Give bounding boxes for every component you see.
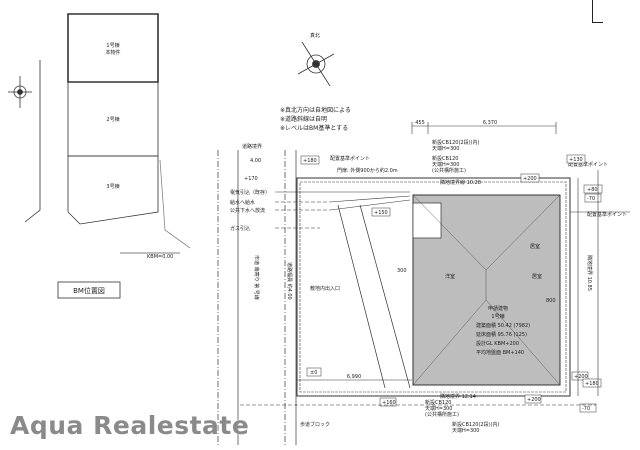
level-9: +180 — [585, 381, 599, 387]
road-edge-left — [24, 60, 41, 223]
watermark-logo: Aqua Realestate — [10, 411, 250, 440]
boundary-length: 隣地境界線 10.28 — [440, 179, 481, 186]
level-10: -70 — [582, 406, 590, 412]
road-strip — [217, 150, 297, 445]
bm-position-box — [57, 281, 121, 299]
right-layout-point: 配置基準ポイント — [587, 211, 627, 218]
site-boundary — [296, 177, 571, 397]
house-sub: 1号棟 — [491, 313, 504, 320]
level-1: +180 — [303, 158, 317, 164]
fence-top-label: 新設CB120(2段)(内)天端H=300 — [432, 139, 479, 152]
room-b: 居室 — [530, 243, 540, 250]
level-4: +200 — [523, 176, 537, 182]
level-11: +200 — [527, 397, 541, 403]
bm-level-label: KBM=0.00 — [147, 254, 173, 260]
north-label: 真北 — [310, 32, 320, 39]
note-1: ※真北方向は自地図による — [280, 106, 351, 114]
level-3: ±0 — [310, 370, 317, 376]
level-marks — [300, 154, 603, 413]
dim-misc-l: 300 — [397, 268, 407, 274]
road-edge-right — [159, 159, 191, 249]
level-13: +170 — [244, 176, 258, 182]
dim-misc-r: 800 — [546, 298, 556, 304]
note-2: ※道路斜線は自明 — [280, 115, 327, 123]
gas-label: ガス引込 — [230, 225, 250, 232]
top-dimension-lines — [411, 122, 557, 134]
level-6: +80 — [587, 187, 598, 193]
dim-bottom: 6,990 — [347, 374, 361, 380]
room-c: 居室 — [532, 273, 542, 280]
parking-label: 敷地内出入口 — [310, 285, 340, 292]
bm-location-map — [24, 13, 191, 254]
step-label: 歩道ブロック — [300, 421, 330, 428]
house-footprint — [412, 194, 561, 386]
house-avg: 平均地盤面 BM+140 — [476, 349, 524, 356]
road-name-label: 市道 南寄り 第 号線 — [253, 255, 260, 300]
level-8: +200 — [574, 374, 588, 380]
lot-2-label: 2号棟 — [106, 116, 119, 123]
gate-note: 門扉: 外側900から約2.0m — [337, 167, 398, 174]
lot-3-label: 3号棟 — [106, 183, 119, 190]
right-vertical-label: 隣地境界 10.85 — [586, 255, 593, 291]
lot-3-outline — [67, 155, 159, 225]
house-title: 申請建物 — [488, 305, 508, 312]
level-12: +160 — [382, 400, 396, 406]
road-dim-label: 道路幅員 約4.00 — [286, 262, 293, 300]
frame-corner-mark — [592, 0, 603, 23]
boundary-bottom: 隣地境界 12.14 — [440, 393, 476, 400]
dim-top-b: 6,370 — [483, 120, 497, 126]
sewer-label: 公共下水へ放流 — [230, 207, 265, 214]
note-3: ※レベルはBM基準とする — [280, 124, 348, 132]
lot-1-label: 1号棟 — [106, 42, 119, 49]
north-compass — [297, 41, 335, 87]
level-5: +130 — [569, 157, 583, 163]
dim-top-a: 455 — [415, 120, 425, 126]
lot-1-sub: 本物件 — [105, 49, 120, 56]
fence-bottom-label2: 新設CB120(2段)(内)天端H=300 — [452, 421, 499, 434]
driveway — [337, 204, 411, 389]
electric-label: 電気引込（既存） — [230, 189, 270, 196]
room-a: 洋室 — [445, 273, 455, 280]
utility-lines — [275, 191, 411, 229]
road-width-label: 4.00 — [250, 158, 261, 164]
north-compass-small — [8, 76, 32, 108]
layout-point-right: 配置基準ポイント — [568, 161, 608, 168]
right-dimension-lines — [570, 170, 630, 396]
water-label: 給水へ給水 — [230, 199, 255, 206]
house-area1: 建築面積 50.42 (7982) — [476, 322, 530, 329]
house-gl: 設計GL KBM+200 — [476, 340, 519, 347]
bm-position-title: BM位置図 — [73, 286, 105, 295]
level-7: -70 — [587, 196, 595, 202]
layout-point-left: 配置基準ポイント — [330, 155, 370, 162]
bottom-dimension-lines — [240, 379, 596, 406]
road-boundary-label: 道路境界 — [242, 143, 262, 150]
house-area2: 延床面積 95.76 (125) — [476, 331, 527, 338]
level-2: +150 — [374, 210, 388, 216]
